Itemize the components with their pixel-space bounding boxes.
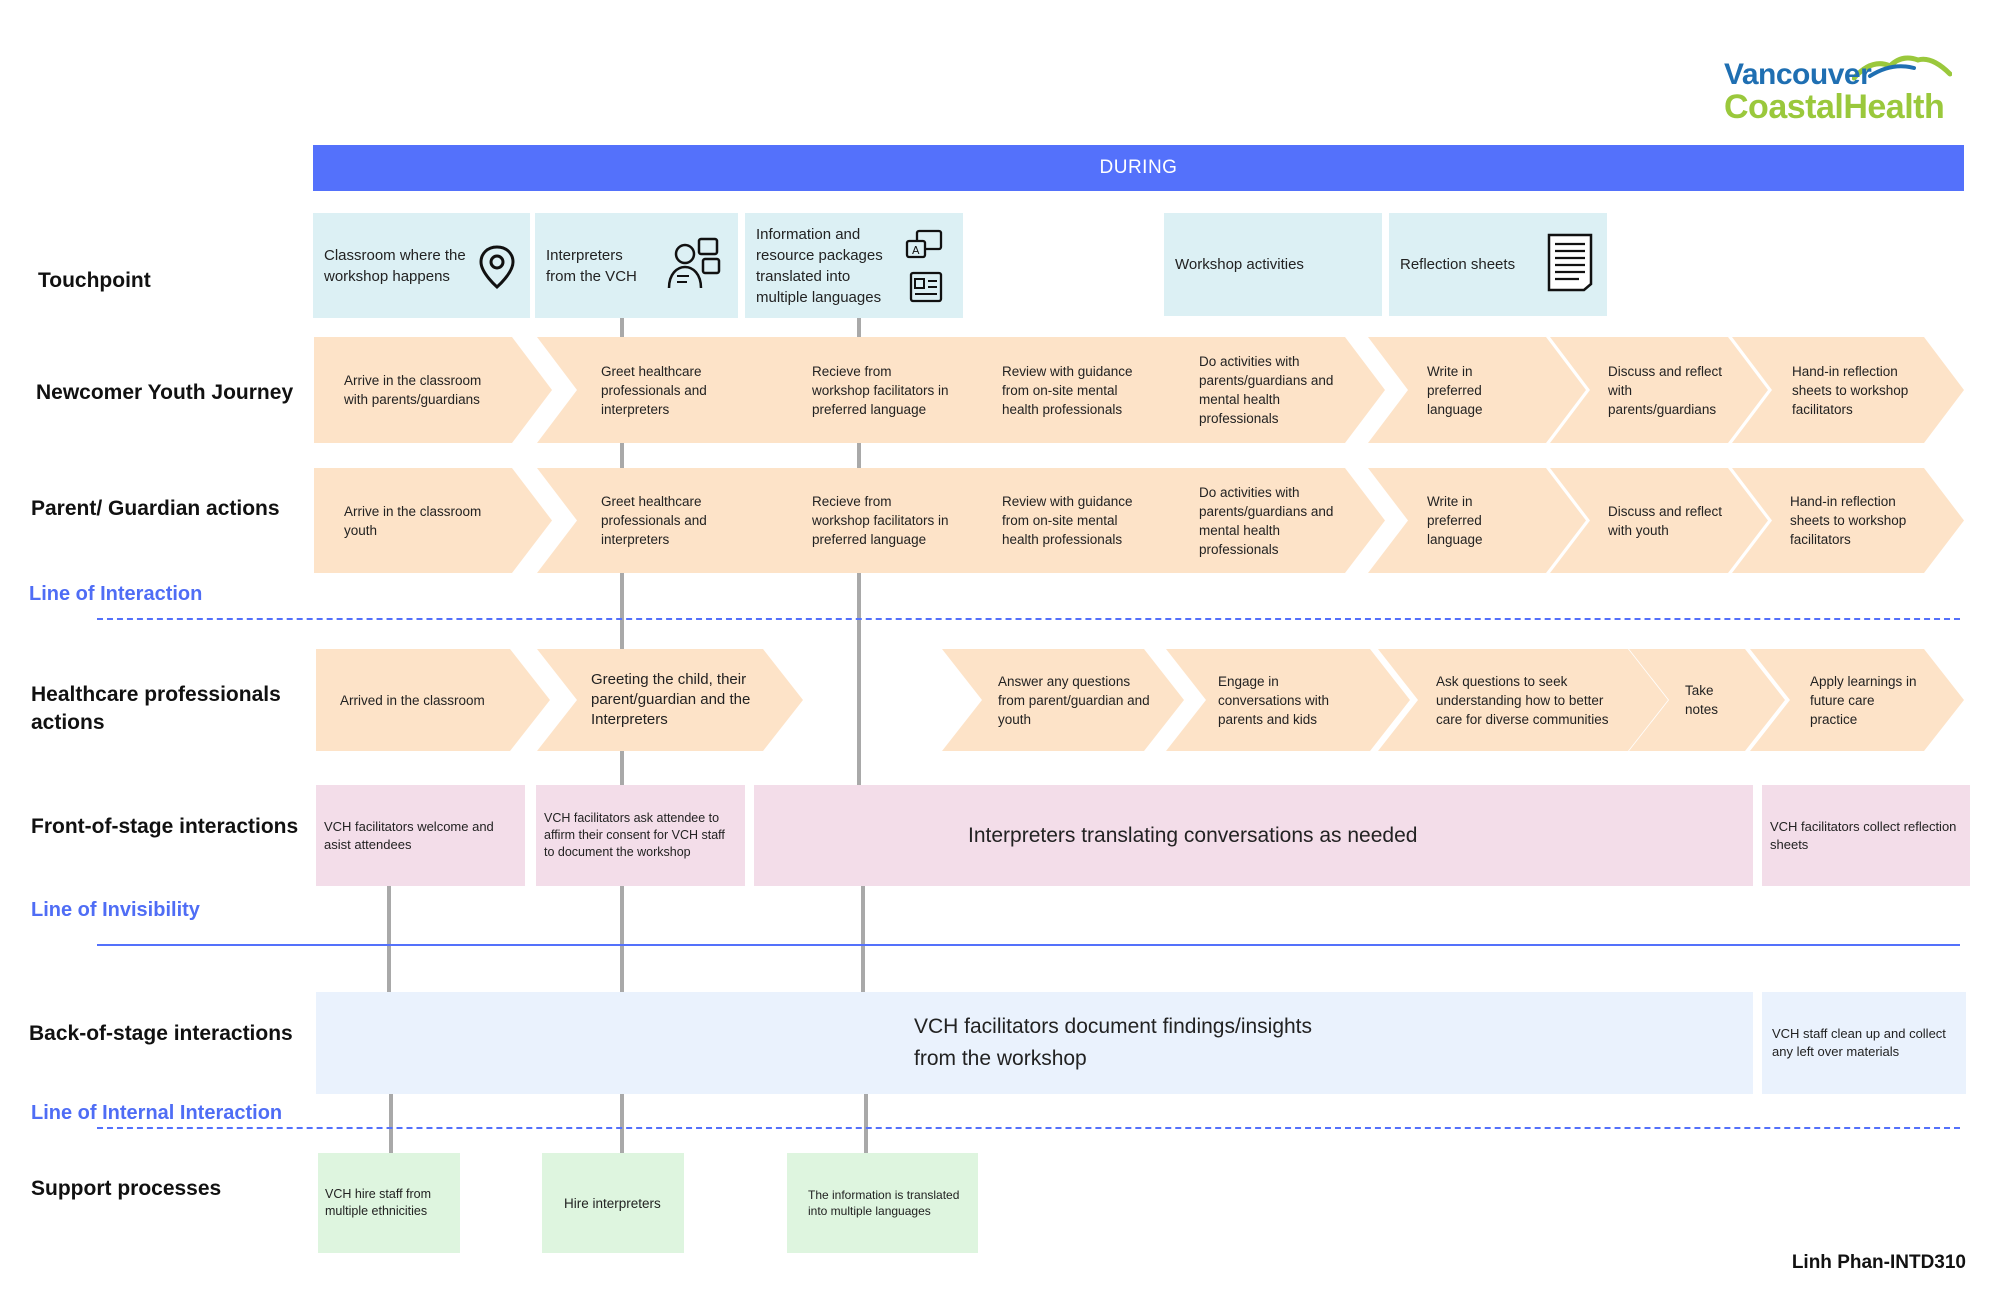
front-stage-box: VCH facilitators collect reflection shee… [1762, 785, 1970, 886]
row-label-parent: Parent/ Guardian actions [31, 497, 280, 520]
touchpoint-reflection-sheets: Reflection sheets [1389, 213, 1607, 316]
line-of-interaction-label: Line of Interaction [29, 583, 203, 605]
parent-step: Review with guidance from on-site mental… [946, 468, 1188, 573]
row-label-youth: Newcomer Youth Journey [36, 381, 294, 404]
vch-logo: Vancouver CoastalHealth [1724, 52, 1954, 126]
touchpoint-text: Classroom where the workshop happens [324, 246, 466, 285]
connector-line [387, 880, 391, 995]
touchpoint-workshop-activities: Workshop activities [1164, 213, 1382, 316]
front-stage-box: VCH facilitators ask attendee to affirm … [536, 785, 745, 886]
location-pin-icon [479, 245, 515, 289]
parent-step: Arrive in the classroom youth [314, 468, 552, 573]
line-of-internal-interaction-label: Line of Internal Interaction [31, 1102, 283, 1124]
touchpoint-info-packages: Information and resource packages transl… [745, 213, 963, 318]
youth-step: Arrive in the classroom with parents/gua… [314, 337, 552, 443]
row-label-touchpoint: Touchpoint [38, 269, 151, 292]
healthcare-step: Answer any questions from parent/guardia… [942, 649, 1184, 751]
touchpoint-text: Workshop activities [1175, 256, 1304, 273]
connector-line [864, 1090, 868, 1155]
youth-step: Review with guidance from on-site mental… [946, 337, 1188, 443]
svg-text:A: A [912, 244, 920, 257]
youth-step: Write in preferred language [1368, 337, 1586, 443]
touchpoint-classroom: Classroom where the workshop happens [313, 213, 530, 318]
row-label-healthcare: Healthcare professionals actions [31, 683, 281, 734]
youth-step: Do activities with parents/guardians and… [1145, 337, 1385, 443]
healthcare-step: Ask questions to seek understanding how … [1378, 649, 1668, 751]
healthcare-step: Engage in conversations with parents and… [1166, 649, 1410, 751]
connector-line [620, 1090, 624, 1155]
youth-step: Hand-in reflection sheets to workshop fa… [1732, 337, 1964, 443]
line-of-internal-interaction [97, 1127, 1960, 1129]
connector-line [389, 1090, 393, 1155]
touchpoint-text: Reflection sheets [1400, 256, 1516, 273]
touchpoint-text: Interpreters from the VCH [546, 246, 637, 285]
connector-line [861, 880, 865, 995]
support-box: The information is translated into multi… [787, 1153, 978, 1253]
author-credit: Linh Phan-INTD310 [1791, 1252, 1966, 1273]
connector-line [620, 880, 624, 995]
row-label-support: Support processes [31, 1177, 222, 1200]
support-box: VCH hire staff from multiple ethnicities [318, 1153, 460, 1253]
interpreter-icon [667, 237, 721, 289]
youth-step: Greet healthcare professionals and inter… [537, 337, 800, 443]
touchpoint-interpreters: Interpreters from the VCH [535, 213, 738, 318]
row-label-back-stage: Back-of-stage interactions [29, 1022, 293, 1045]
phase-bar: DURING [313, 145, 1964, 191]
healthcare-step: Greeting the child, their parent/guardia… [537, 649, 803, 751]
line-of-invisibility [97, 944, 1960, 946]
translation-icon: A [905, 229, 943, 303]
healthcare-step: Arrived in the classroom [316, 649, 550, 751]
front-stage-box: VCH facilitators welcome and asist atten… [316, 785, 525, 886]
parent-step: Write in preferred language [1368, 468, 1586, 573]
line-of-interaction [97, 618, 1960, 620]
front-stage-box: Interpreters translating conversations a… [754, 785, 1753, 886]
support-box: Hire interpreters [542, 1153, 684, 1253]
parent-step: Greet healthcare professionals and inter… [537, 468, 800, 573]
logo-line-1: Vancouver [1724, 58, 1872, 91]
parent-step: Do activities with parents/guardians and… [1145, 468, 1385, 573]
document-icon [1547, 233, 1593, 292]
logo-line-2: CoastalHealth [1724, 88, 1945, 126]
row-label-front-stage: Front-of-stage interactions [31, 815, 299, 838]
mountain-logo-icon [1852, 55, 1952, 81]
touchpoint-text: Information and resource packages transl… [756, 225, 883, 306]
line-of-invisibility-label: Line of Invisibility [31, 899, 200, 921]
back-stage-box: VCH staff clean up and collect any left … [1762, 992, 1966, 1094]
back-stage-box: VCH facilitators document findings/insig… [316, 992, 1753, 1094]
